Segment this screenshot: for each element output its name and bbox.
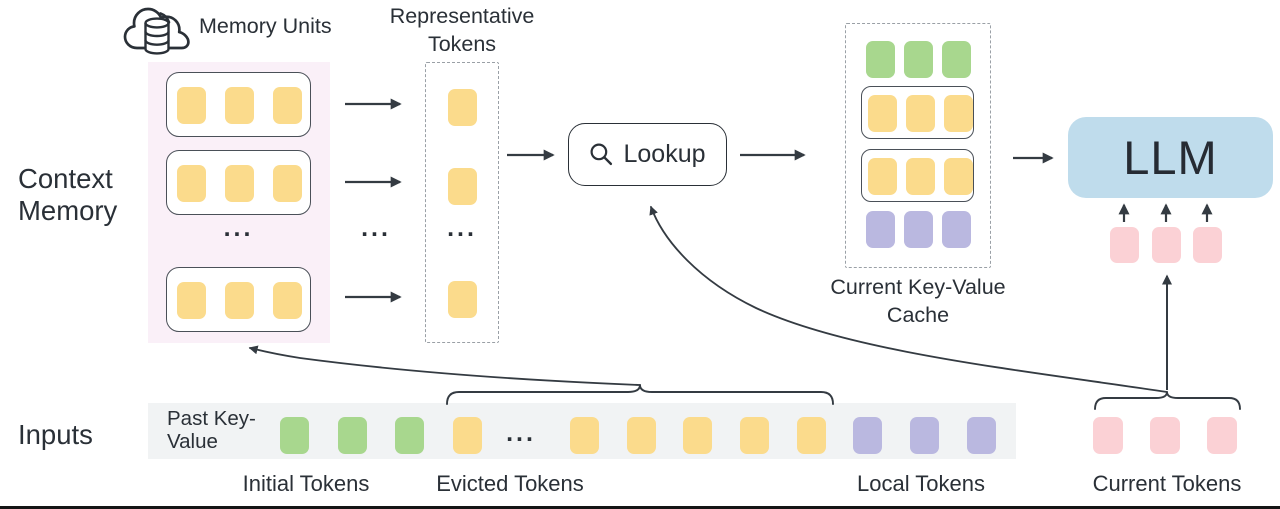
- kv-token: [177, 165, 206, 202]
- evicted-token: [740, 417, 769, 454]
- kv-token: [906, 95, 935, 132]
- kv-token: [225, 87, 254, 124]
- kv-token: [944, 158, 973, 195]
- local-kv-token: [904, 211, 933, 248]
- between-ellipsis: ...: [361, 214, 391, 242]
- evicted-token: [683, 417, 712, 454]
- kv-token: [177, 87, 206, 124]
- kv-token: [225, 282, 254, 319]
- current-token: [1150, 417, 1180, 454]
- cloud-database-icon: [123, 7, 190, 55]
- kv-token: [868, 95, 897, 132]
- evicted-tokens-label: Evicted Tokens: [436, 471, 584, 496]
- representative-token: [448, 281, 477, 318]
- llm-input-token: [1110, 227, 1139, 263]
- initial-tokens-label: Initial Tokens: [242, 471, 370, 496]
- bottom-border: [0, 506, 1280, 509]
- current-kv-cache-label: Current Key-Value Cache: [830, 275, 1006, 327]
- memory-unit-2: [166, 150, 311, 215]
- kv-token: [273, 282, 302, 319]
- loaded-memory-unit-2: [861, 149, 974, 202]
- representative-token: [448, 168, 477, 205]
- llm-box: LLM: [1068, 117, 1273, 198]
- memory-unit-3: [166, 267, 311, 332]
- kv-token: [906, 158, 935, 195]
- evicted-token: [570, 417, 599, 454]
- representative-tokens-label: Representative Tokens: [389, 4, 535, 56]
- initial-token: [395, 417, 424, 454]
- lookup-box: Lookup: [568, 123, 727, 186]
- llm-input-token: [1152, 227, 1181, 263]
- current-token: [1207, 417, 1237, 454]
- local-kv-token: [942, 211, 971, 248]
- evicted-token: [797, 417, 826, 454]
- past-key-value-label: Past Key-Value: [167, 407, 256, 453]
- initial-token: [338, 417, 367, 454]
- loaded-memory-unit-1: [861, 86, 974, 139]
- kv-token: [273, 165, 302, 202]
- llm-label: LLM: [1123, 131, 1218, 184]
- evicted-tokens-brace: [446, 384, 834, 405]
- search-icon: [590, 143, 613, 166]
- memory-unit-1: [166, 72, 311, 137]
- representative-tokens-box: [425, 62, 499, 343]
- kv-token: [177, 282, 206, 319]
- kv-token: [273, 87, 302, 124]
- initial-kv-token: [942, 41, 971, 78]
- memory-units-ellipsis: ...: [223, 214, 254, 242]
- kv-token: [225, 165, 254, 202]
- initial-token: [280, 417, 309, 454]
- initial-kv-token: [904, 41, 933, 78]
- context-memory-label: Context Memory: [18, 163, 118, 226]
- kv-token: [944, 95, 973, 132]
- evicted-token: [627, 417, 656, 454]
- local-token: [910, 417, 939, 454]
- llm-input-token: [1193, 227, 1222, 263]
- evicted-token: [453, 417, 482, 454]
- current-tokens-label: Current Tokens: [1092, 471, 1242, 496]
- representative-token: [448, 89, 477, 126]
- local-token: [853, 417, 882, 454]
- local-kv-token: [866, 211, 895, 248]
- initial-kv-token: [866, 41, 895, 78]
- kv-token: [868, 158, 897, 195]
- local-tokens-label: Local Tokens: [856, 471, 985, 496]
- lookup-label: Lookup: [623, 140, 706, 168]
- local-token: [967, 417, 996, 454]
- current-token: [1093, 417, 1123, 454]
- inputs-label: Inputs: [18, 419, 93, 450]
- memory-units-label: Memory Units: [199, 14, 332, 38]
- curve-evicted-to-memory: [248, 345, 641, 386]
- current-tokens-brace: [1094, 391, 1241, 410]
- representative-tokens-ellipsis: ...: [447, 214, 477, 242]
- evicted-tokens-ellipsis: ...: [506, 419, 536, 447]
